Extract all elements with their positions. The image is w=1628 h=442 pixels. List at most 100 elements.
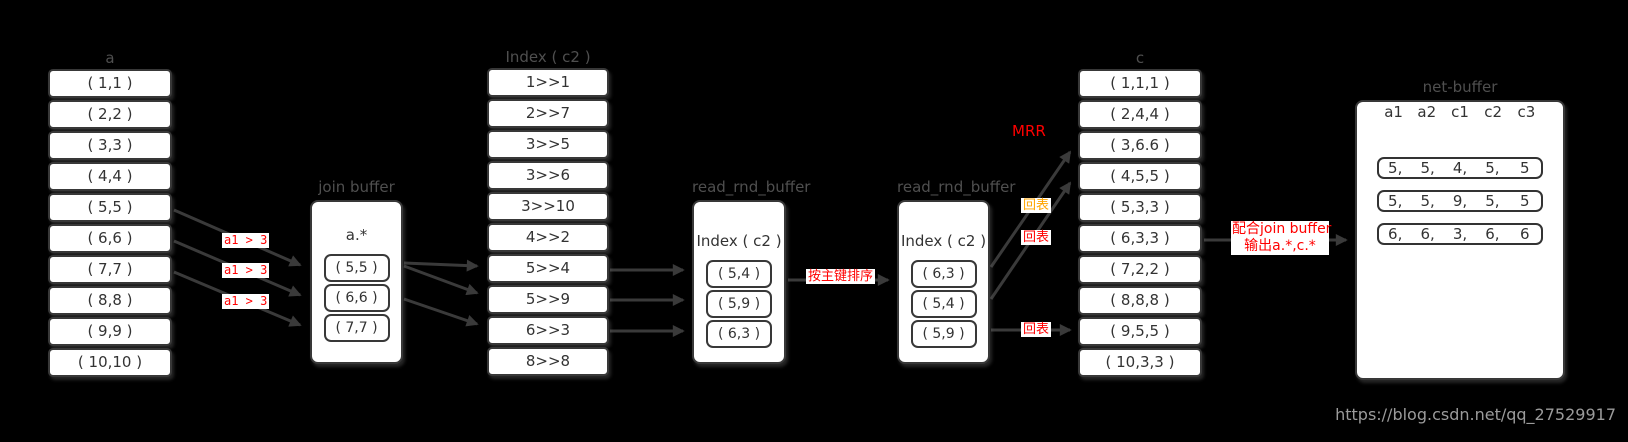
table-c-rows: ( 1,1,1 )( 2,4,4 )( 3,6.6 )( 4,5,5 )( 5,… <box>1078 69 1202 377</box>
mrr-label: MRR <box>1012 122 1046 140</box>
table-row: ( 7,7 ) <box>48 255 172 284</box>
index-row: 8>>8 <box>487 347 609 376</box>
read-rnd-buffer-1-label: Index ( c2 ) <box>696 232 782 250</box>
table-lookup-label-1: 回表 <box>1021 198 1052 213</box>
table-row: ( 2,2 ) <box>48 100 172 129</box>
index-row: 3>>6 <box>487 161 609 190</box>
table-row: ( 3,6.6 ) <box>1078 131 1202 160</box>
table-row: ( 3,3 ) <box>48 131 172 160</box>
buffer-row: ( 5,4 ) <box>706 260 772 288</box>
table-row: ( 2,4,4 ) <box>1078 100 1202 129</box>
column-header: a2 <box>1417 103 1437 121</box>
join-buffer-box: a.* ( 5,5 )( 6,6 )( 7,7 ) <box>310 200 403 364</box>
net-buffer-cell: 5, <box>1420 159 1435 177</box>
net-buffer-title: net-buffer <box>1422 78 1498 96</box>
net-buffer-row: 6, 6, 3, 6, 6 <box>1377 223 1543 245</box>
arrow-jb-to-index-5-9 <box>403 264 479 296</box>
read-rnd-buffer-2-box: Index ( c2 ) ( 6,3 )( 5,4 )( 5,9 ) <box>897 200 990 364</box>
net-buffer-row: 5, 5, 9, 5, 5 <box>1377 190 1543 212</box>
table-row: ( 10,3,3 ) <box>1078 348 1202 377</box>
read-rnd-buffer-1-rows: ( 5,4 )( 5,9 )( 6,3 ) <box>706 260 772 350</box>
buffer-row: ( 6,3 ) <box>910 260 977 288</box>
table-row: ( 5,3,3 ) <box>1078 193 1202 222</box>
read-rnd-buffer-1: read_rnd_buffer Index ( c2 ) ( 5,4 )( 5,… <box>692 178 811 364</box>
column-header: a1 <box>1384 103 1403 121</box>
buffer-row: ( 5,9 ) <box>910 320 977 348</box>
net-buffer-cell: 4, <box>1452 159 1468 177</box>
join-buffer-label: a.* <box>345 226 368 244</box>
table-row: ( 8,8,8 ) <box>1078 286 1202 315</box>
index-row: 6>>3 <box>487 316 609 345</box>
table-lookup-label-3: 回表 <box>1021 322 1052 337</box>
net-buffer-cell: 3, <box>1452 225 1468 243</box>
index-c2-title: Index ( c2 ) <box>505 48 591 66</box>
filter-label-3: a1 > 3 <box>222 294 270 309</box>
filter-label-1: a1 > 3 <box>222 233 270 248</box>
sort-by-pk-label: 按主键排序 <box>806 269 876 284</box>
table-row: ( 6,3,3 ) <box>1078 224 1202 253</box>
table-a-title: a <box>105 49 115 67</box>
table-a: a ( 1,1 )( 2,2 )( 3,3 )( 4,4 )( 5,5 )( 6… <box>48 51 172 379</box>
read-rnd-buffer-2-label: Index ( c2 ) <box>900 232 987 250</box>
net-buffer-cell: 6, <box>1388 225 1403 243</box>
read-rnd-buffer-1-box: Index ( c2 ) ( 5,4 )( 5,9 )( 6,3 ) <box>692 200 786 364</box>
read-rnd-buffer-2-rows: ( 6,3 )( 5,4 )( 5,9 ) <box>910 260 977 350</box>
index-row: 3>>5 <box>487 130 609 159</box>
read-rnd-buffer-2: read_rnd_buffer Index ( c2 ) ( 6,3 )( 5,… <box>897 178 1016 364</box>
output-label: 配合join buffer 输出a.*,c.* <box>1231 221 1332 255</box>
join-buffer-title: join buffer <box>318 178 395 196</box>
net-buffer-cell: 5, <box>1388 192 1403 210</box>
net-buffer-cell: 5, <box>1485 159 1500 177</box>
read-rnd-buffer-1-title: read_rnd_buffer <box>692 178 811 196</box>
table-c-title: c <box>1135 49 1145 67</box>
filter-label-2: a1 > 3 <box>222 263 270 278</box>
table-a-rows: ( 1,1 )( 2,2 )( 3,3 )( 4,4 )( 5,5 )( 6,6… <box>48 69 172 377</box>
index-row: 5>>9 <box>487 285 609 314</box>
net-buffer-cell: 5 <box>1520 159 1530 177</box>
net-buffer-cell: 5, <box>1420 192 1435 210</box>
net-buffer-cell: 9, <box>1452 192 1468 210</box>
table-row: ( 9,5,5 ) <box>1078 317 1202 346</box>
column-header: c1 <box>1451 103 1469 121</box>
table-row: ( 10,10 ) <box>48 348 172 377</box>
buffer-row: ( 7,7 ) <box>323 314 390 342</box>
table-row: ( 4,5,5 ) <box>1078 162 1202 191</box>
table-row: ( 4,4 ) <box>48 162 172 191</box>
net-buffer-cell: 5, <box>1388 159 1403 177</box>
table-row: ( 1,1 ) <box>48 69 172 98</box>
table-row: ( 8,8 ) <box>48 286 172 315</box>
read-rnd-buffer-2-title: read_rnd_buffer <box>897 178 1016 196</box>
net-buffer-cell: 6, <box>1485 225 1500 243</box>
table-row: ( 6,6 ) <box>48 224 172 253</box>
table-row: ( 5,5 ) <box>48 193 172 222</box>
net-buffer-cell: 5 <box>1520 192 1530 210</box>
table-lookup-label-2: 回表 <box>1021 230 1052 245</box>
table-row: ( 9,9 ) <box>48 317 172 346</box>
column-header: c2 <box>1484 103 1503 121</box>
buffer-row: ( 5,9 ) <box>706 290 772 318</box>
arrow-jb-to-index-5-4 <box>403 259 479 272</box>
buffer-row: ( 5,4 ) <box>910 290 977 318</box>
index-row: 4>>2 <box>487 223 609 252</box>
output-label-line2: 输出a.*,c.* <box>1244 238 1316 254</box>
buffer-row: ( 6,6 ) <box>323 284 390 312</box>
output-label-line1: 配合join buffer <box>1232 221 1332 237</box>
arrow-jb-to-index-6-3 <box>403 297 479 327</box>
index-row: 2>>7 <box>487 99 609 128</box>
watermark-url: https://blog.csdn.net/qq_27529917 <box>1335 405 1616 424</box>
table-row: ( 1,1,1 ) <box>1078 69 1202 98</box>
table-c: c ( 1,1,1 )( 2,4,4 )( 3,6.6 )( 4,5,5 )( … <box>1078 51 1202 379</box>
net-buffer-row: 5, 5, 4, 5, 5 <box>1377 157 1543 179</box>
net-buffer-rows: 5, 5, 4, 5, 5 5, 5, 9, 5, 5 6, 6, 3, 6, 6 <box>1357 120 1563 245</box>
index-row: 5>>4 <box>487 254 609 283</box>
net-buffer-cell: 6 <box>1520 225 1530 243</box>
net-buffer-cell: 6, <box>1420 225 1435 243</box>
buffer-row: ( 6,3 ) <box>706 320 772 348</box>
index-row: 3>>10 <box>487 192 609 221</box>
net-buffer-cell: 5, <box>1485 192 1500 210</box>
